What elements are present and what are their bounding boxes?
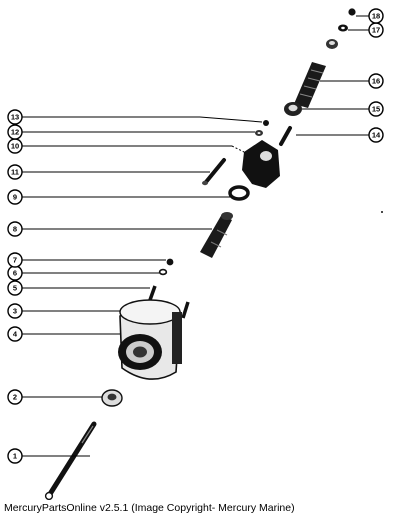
part-14 (279, 126, 292, 146)
svg-text:17: 17 (372, 26, 380, 35)
part-17 (338, 24, 348, 32)
callout-17: 17 (368, 22, 384, 38)
svg-text:15: 15 (372, 105, 380, 114)
part-7 (166, 258, 174, 266)
callout-18: 18 (368, 8, 384, 24)
part-16 (294, 62, 326, 108)
callout-11: 11 (7, 164, 23, 180)
callout-10: 10 (7, 138, 23, 154)
part-8 (200, 212, 233, 258)
callout-14: 14 (368, 127, 384, 143)
callout-8: 8 (7, 221, 23, 237)
callout-5: 5 (7, 280, 23, 296)
svg-text:10: 10 (11, 142, 19, 151)
callout-15: 15 (368, 101, 384, 117)
svg-text:18: 18 (372, 12, 380, 21)
callout-3: 3 (7, 303, 23, 319)
svg-text:1: 1 (13, 452, 17, 461)
callout-16: 16 (368, 73, 384, 89)
svg-text:14: 14 (372, 131, 381, 140)
callout-4: 4 (7, 326, 23, 342)
part-1 (44, 421, 97, 500)
svg-text:11: 11 (11, 168, 19, 177)
exploded-parts-diagram: 1 2 3 4 5 6 7 8 9 10 11 12 13 14 15 16 1 (7, 8, 384, 500)
callout-12: 12 (7, 124, 23, 140)
part-12 (255, 130, 263, 136)
callout-2: 2 (7, 389, 23, 405)
part-6 (158, 268, 168, 276)
part-15 (284, 102, 302, 116)
svg-text:5: 5 (13, 284, 17, 293)
callout-1: 1 (7, 448, 23, 464)
svg-text:13: 13 (11, 113, 19, 122)
image-copyright-caption: MercuryPartsOnline v2.5.1 (Image Copyrig… (4, 502, 295, 514)
part-16-cap (326, 39, 338, 49)
part-13 (263, 120, 269, 126)
part-4 (118, 299, 182, 380)
svg-text:3: 3 (13, 307, 17, 316)
svg-text:12: 12 (11, 128, 19, 137)
callout-13: 13 (7, 109, 23, 125)
svg-text:16: 16 (372, 77, 380, 86)
part-5 (148, 285, 190, 319)
svg-text:7: 7 (13, 256, 17, 265)
part-18 (348, 8, 356, 16)
svg-text:9: 9 (13, 193, 17, 202)
svg-text:4: 4 (13, 330, 18, 339)
svg-text:2: 2 (13, 393, 17, 402)
part-11 (202, 158, 226, 186)
part-2 (101, 389, 123, 407)
svg-text:8: 8 (13, 225, 17, 234)
callout-9: 9 (7, 189, 23, 205)
leader-lines (22, 15, 369, 457)
svg-text:6: 6 (13, 269, 17, 278)
callout-6: 6 (7, 265, 23, 281)
part-10 (231, 140, 280, 188)
callout-7: 7 (7, 252, 23, 268)
part-9 (228, 185, 250, 201)
